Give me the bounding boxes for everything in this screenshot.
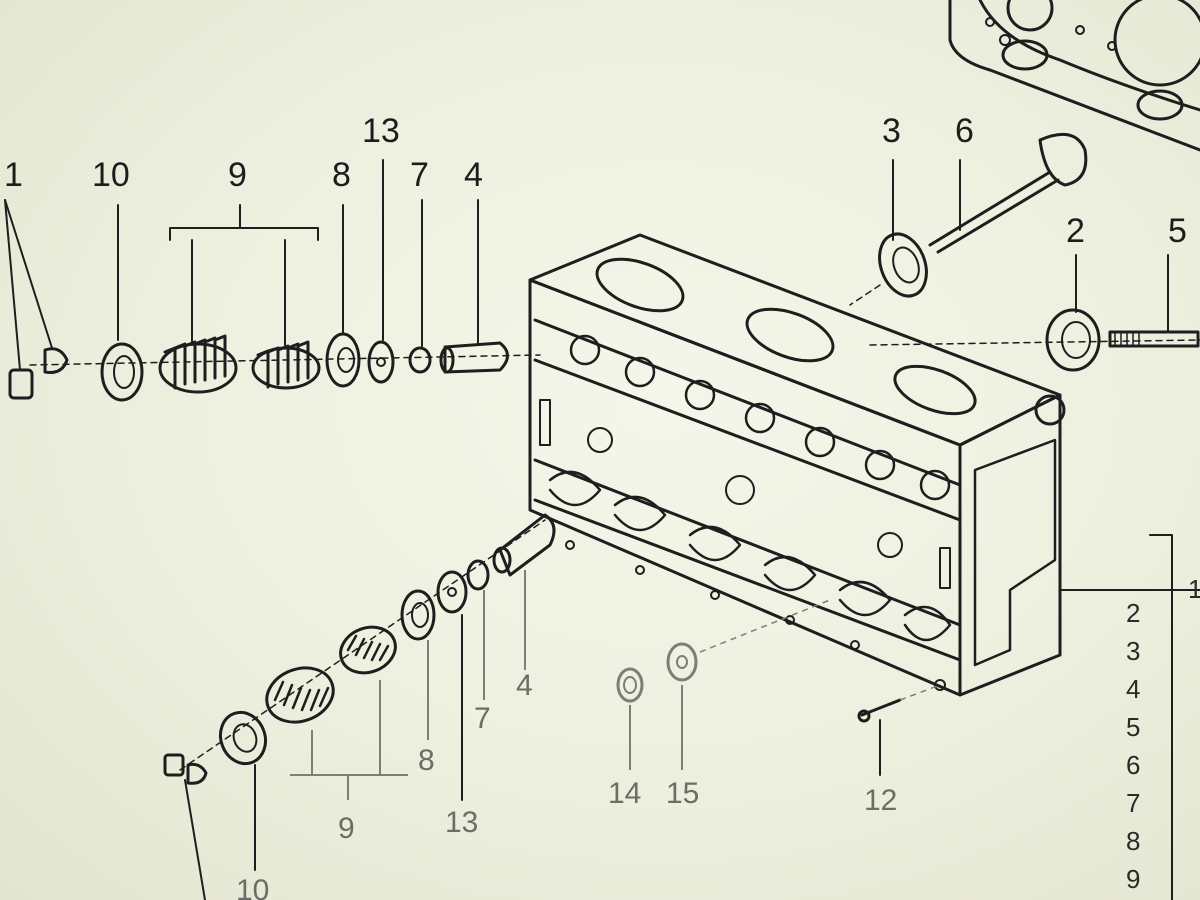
callout-3: 3 — [882, 112, 901, 150]
cylinder-head — [528, 233, 1066, 697]
callout-9: 9 — [228, 156, 247, 194]
spring-seat-top — [325, 204, 361, 388]
right-list-item: 9 — [1126, 864, 1140, 894]
cotter-keepers-bottom — [163, 753, 208, 900]
valve-seal-top — [408, 199, 432, 374]
callout-13-bottom: 13 — [445, 806, 478, 839]
right-list-item: 3 — [1126, 636, 1140, 666]
right-list-item: 8 — [1126, 826, 1140, 856]
valve-guide-top — [439, 199, 509, 374]
washer-top — [367, 159, 395, 384]
callout-9-bottom: 9 — [338, 812, 355, 845]
callout-7: 7 — [410, 156, 429, 194]
callout-10-bottom: 10 — [236, 874, 269, 900]
valve-seat-insert-3 — [849, 159, 928, 306]
valve-6 — [928, 132, 1088, 254]
callout-8-bottom: 8 — [418, 744, 435, 777]
callout-2: 2 — [1066, 212, 1085, 250]
valve-seat-insert-2 — [1045, 254, 1101, 372]
right-list-marker: 1 — [1188, 574, 1200, 604]
callout-1: 1 — [4, 156, 23, 194]
callout-13: 13 — [362, 112, 400, 150]
cotter-keepers-top — [4, 199, 69, 400]
callout-4-bottom: 4 — [516, 669, 533, 702]
valve-springs-bottom — [265, 625, 408, 800]
right-list-item: 6 — [1126, 750, 1140, 780]
valve-seal-bottom — [466, 559, 490, 700]
dowel-12 — [857, 684, 941, 776]
callout-10: 10 — [92, 156, 130, 194]
callout-14: 14 — [608, 777, 641, 810]
callout-7-bottom: 7 — [474, 702, 491, 735]
callout-4: 4 — [464, 156, 483, 194]
axis-line-plug — [699, 599, 831, 653]
callout-6: 6 — [955, 112, 974, 150]
axis-line-bottom — [179, 519, 546, 771]
valve-guide-bottom — [492, 513, 556, 670]
washer-bottom — [436, 570, 468, 801]
right-bracket — [1149, 534, 1173, 900]
callout-12: 12 — [864, 784, 897, 817]
right-list-item: 7 — [1126, 788, 1140, 818]
washer-15 — [666, 642, 698, 770]
right-list-item: 4 — [1126, 674, 1140, 704]
right-list-item: 2 — [1126, 598, 1140, 628]
head-gasket — [948, 0, 1200, 152]
axis-line-right — [869, 339, 1200, 346]
callout-15: 15 — [666, 777, 699, 810]
plug-14 — [616, 667, 644, 770]
right-number-list: 2 3 4 5 6 7 8 9 — [1126, 598, 1140, 894]
stud-5 — [1108, 254, 1200, 348]
spring-seat-bottom — [400, 589, 436, 740]
axis-line-top — [29, 354, 541, 366]
callout-5: 5 — [1168, 212, 1187, 250]
valve-spring-cap-bottom — [218, 710, 268, 871]
valve-spring-cap-top — [100, 204, 144, 402]
right-list-item: 5 — [1126, 712, 1140, 742]
valve-springs-top — [158, 204, 321, 394]
callout-8: 8 — [332, 156, 351, 194]
